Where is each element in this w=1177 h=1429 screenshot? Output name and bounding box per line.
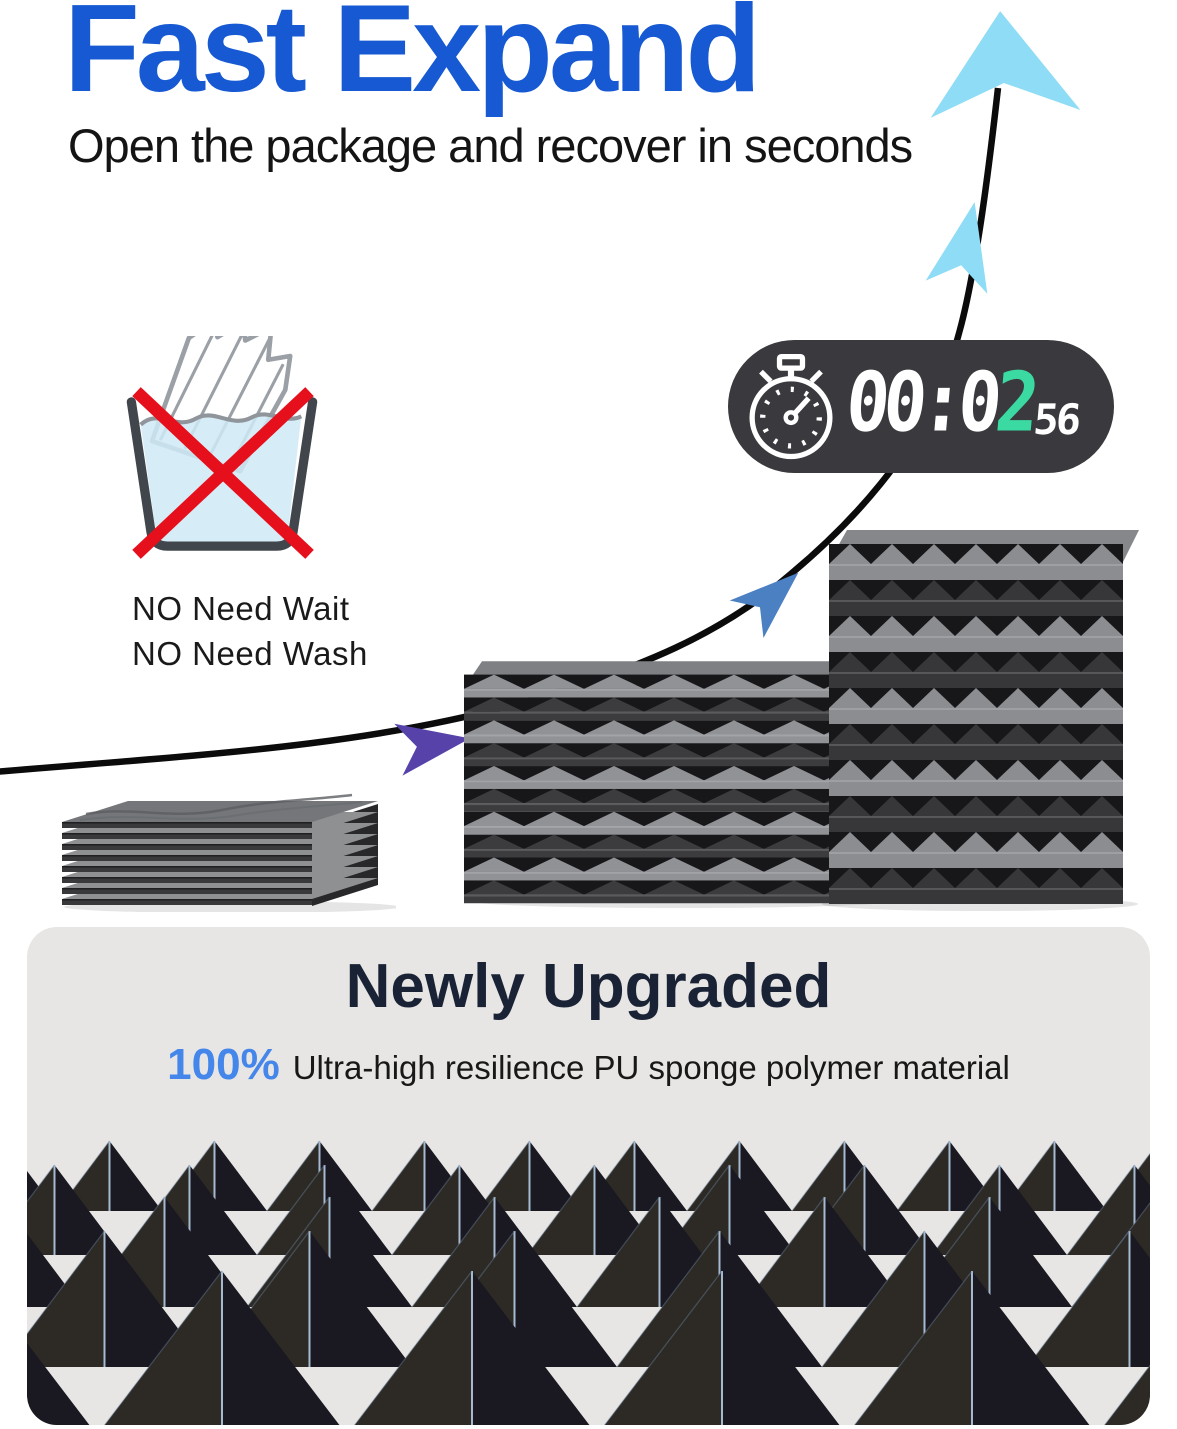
timer-accent-digit: 2 (991, 353, 1038, 450)
upgrade-heading: Newly Upgraded (345, 952, 832, 1021)
upgrade-subline: 100% Ultra-high resilience PU sponge pol… (27, 1040, 1150, 1090)
up-arrow-icon (930, 11, 1081, 118)
no-need-wait-label: NO Need Wait (132, 590, 350, 627)
arrow-up-small-cyan-icon (925, 202, 988, 294)
upgrade-percentage: 100% (167, 1040, 280, 1089)
pyramid-foam-photo (27, 1140, 1150, 1425)
stopwatch-icon (749, 353, 833, 459)
header: Fast Expand Open the package and recover… (64, 0, 913, 173)
no-need-wash-label: NO Need Wash (132, 635, 368, 672)
arrow-right-purple-icon (394, 723, 470, 776)
page-title: Fast Expand (64, 0, 761, 118)
expanding-foam-stack-image (464, 661, 902, 908)
compressed-foam-stack-image (62, 793, 396, 912)
arrow-upright-blue-icon (729, 572, 799, 638)
page-subtitle: Open the package and recover in seconds (68, 119, 913, 173)
timer-main-digits: 00:0 (842, 353, 1001, 450)
upgrade-panel: Newly Upgraded 100% Ultra-high resilienc… (27, 927, 1150, 1425)
no-wash-tub-icon (126, 336, 318, 559)
timer-seconds: 56 (1031, 394, 1081, 444)
cross-mark-icon (132, 387, 314, 559)
expanded-foam-stack-image (822, 530, 1139, 911)
no-wash-block: NO Need Wait NO Need Wash (112, 336, 368, 676)
upgrade-description: Ultra-high resilience PU sponge polymer … (292, 1049, 1010, 1086)
